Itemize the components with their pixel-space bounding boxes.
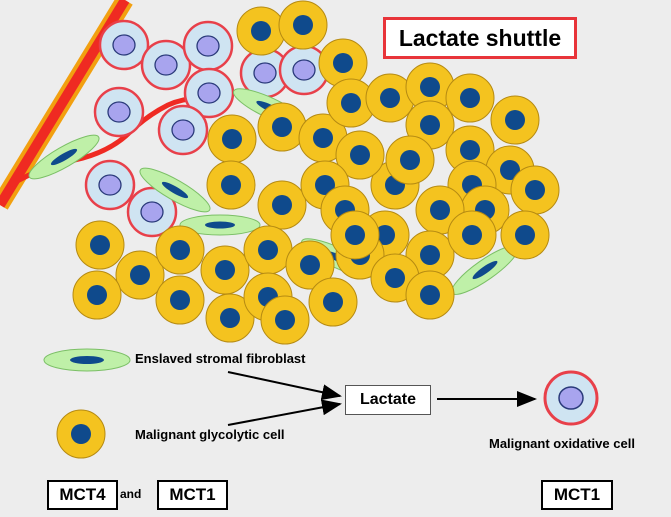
glycolytic-cell — [330, 210, 380, 260]
mct1-left-box: MCT1 — [157, 480, 228, 510]
legend-fibroblast-label: Enslaved stromal fibroblast — [135, 351, 306, 366]
lactate-box: Lactate — [345, 385, 431, 415]
legend-fibroblast-icon — [43, 348, 131, 372]
glycolytic-cell — [335, 130, 385, 180]
glycolytic-cell — [207, 114, 257, 164]
mct1-right-box: MCT1 — [541, 480, 613, 510]
legend-oxidative-label: Malignant oxidative cell — [489, 436, 635, 451]
glycolytic-cell — [385, 135, 435, 185]
glycolytic-cell — [200, 245, 250, 295]
glycolytic-cell — [365, 73, 415, 123]
glycolytic-cell — [326, 78, 376, 128]
oxidative-cell — [183, 67, 235, 119]
glycolytic-cell — [405, 230, 455, 280]
oxidative-cell — [126, 186, 178, 238]
legend-glycolytic-label: Malignant glycolytic cell — [135, 427, 285, 442]
oxidative-cell — [182, 20, 234, 72]
glycolytic-cell — [155, 275, 205, 325]
glycolytic-cell — [243, 225, 293, 275]
glycolytic-cell — [447, 210, 497, 260]
diagram-title: Lactate shuttle — [383, 17, 577, 59]
and-connector: and — [120, 487, 142, 501]
glycolytic-cell — [72, 270, 122, 320]
glycolytic-cell — [205, 293, 255, 343]
glycolytic-cell — [285, 240, 335, 290]
glycolytic-cell — [318, 38, 368, 88]
fibroblast-cell — [179, 214, 261, 236]
arrow-glycolytic-to-lactate — [227, 399, 342, 426]
glycolytic-cell — [260, 295, 310, 345]
oxidative-cell — [140, 39, 192, 91]
glycolytic-cell — [155, 225, 205, 275]
glycolytic-cell — [278, 0, 328, 50]
glycolytic-cell — [75, 220, 125, 270]
glycolytic-cell — [500, 210, 550, 260]
arrow-fibroblast-to-lactate — [227, 371, 342, 401]
oxidative-cell — [84, 159, 136, 211]
glycolytic-cell — [445, 73, 495, 123]
glycolytic-cell — [405, 270, 455, 320]
glycolytic-cell — [236, 6, 286, 56]
glycolytic-cell-cluster — [72, 0, 560, 345]
fibroblast-cell — [139, 167, 211, 213]
oxidative-cell — [93, 86, 145, 138]
glycolytic-cell — [206, 160, 256, 210]
glycolytic-cell — [257, 102, 307, 152]
glycolytic-cell — [490, 95, 540, 145]
legend-glycolytic-icon — [56, 409, 106, 459]
legend-oxidative-icon — [543, 370, 599, 426]
mct4-box: MCT4 — [47, 480, 118, 510]
oxidative-cell — [157, 104, 209, 156]
oxidative-cell-cluster — [84, 19, 330, 238]
fibroblast-cell — [28, 134, 100, 180]
glycolytic-cell — [308, 277, 358, 327]
glycolytic-cell — [257, 180, 307, 230]
glycolytic-cell — [115, 250, 165, 300]
glycolytic-cell — [510, 165, 560, 215]
oxidative-cell — [278, 44, 330, 96]
oxidative-cell — [98, 19, 150, 71]
